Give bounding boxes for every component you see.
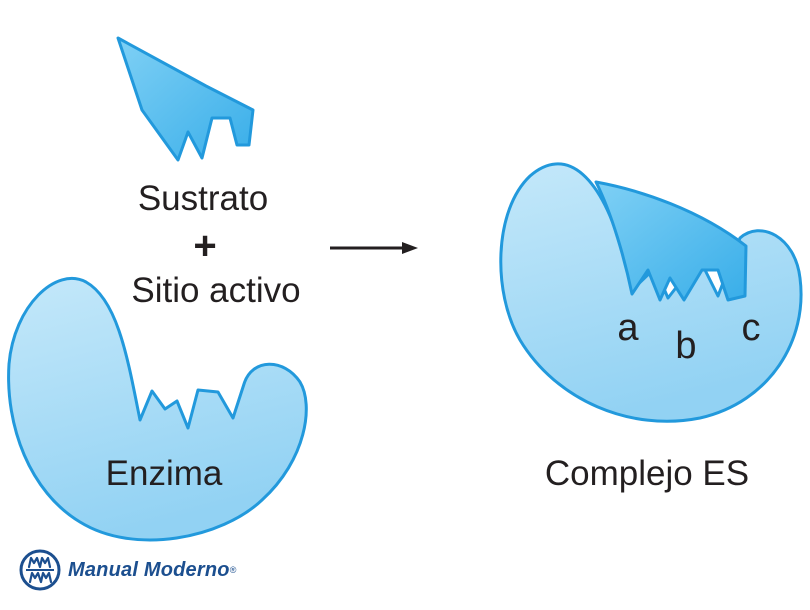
site-c-label: c <box>742 307 761 349</box>
substrate-label: Sustrato <box>138 179 268 218</box>
enzyme-label: Enzima <box>106 454 223 493</box>
site-b-label: b <box>675 325 696 367</box>
enzyme-shape <box>7 276 308 542</box>
complex-enzyme-shape <box>499 162 803 423</box>
complex-substrate-shape <box>594 180 748 302</box>
site-a-label: a <box>617 307 639 349</box>
reaction-arrow <box>330 242 418 254</box>
registered-mark: ® <box>229 565 237 575</box>
complex-label: Complejo ES <box>545 454 749 493</box>
publisher-logo-icon <box>19 549 61 591</box>
publisher-name: Manual Moderno <box>68 558 230 581</box>
substrate-shape <box>116 36 255 162</box>
active-site-label: Sitio activo <box>131 271 300 310</box>
plus-sign: + <box>193 224 216 268</box>
publisher-logo: Manual Moderno ® <box>18 548 236 592</box>
